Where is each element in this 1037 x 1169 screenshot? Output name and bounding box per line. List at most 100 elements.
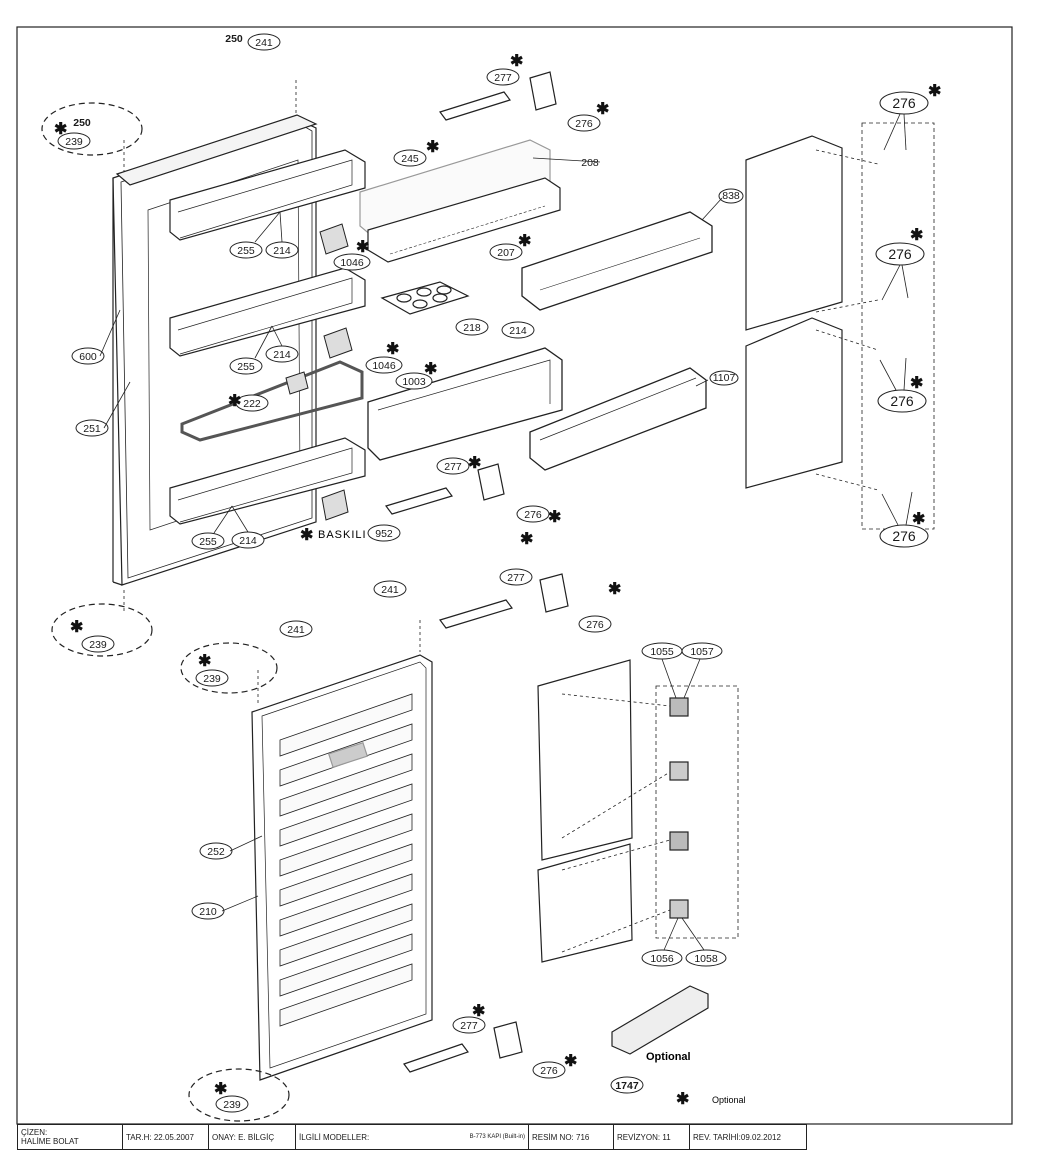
label-1107: 1107 <box>713 372 736 384</box>
label-214-a: 214 <box>273 245 291 257</box>
label-250-top: 250 <box>225 33 243 45</box>
asterisk-mark: ✱ <box>426 139 439 156</box>
leader-lines <box>99 113 913 951</box>
label-207: 207 <box>497 247 515 259</box>
upper-door-assembly <box>112 114 318 586</box>
asterisk-mark: ✱ <box>228 393 241 410</box>
tb-tarih-text: TAR.H: 22.05.2007 <box>126 1132 194 1142</box>
asterisk-mark: ✱ <box>520 531 533 548</box>
label-1003: 1003 <box>402 376 426 388</box>
tb-cizen-label: ÇİZEN: <box>21 1128 48 1137</box>
asterisk-mark: ✱ <box>564 1053 577 1070</box>
label-239-b: 239 <box>89 639 107 651</box>
label-1056: 1056 <box>650 953 674 965</box>
asterisk-mark: ✱ <box>386 341 399 358</box>
label-255-b: 255 <box>237 361 255 373</box>
lower-door-assembly <box>251 654 433 1081</box>
shelf-1107 <box>529 367 707 471</box>
label-276-g: 276 <box>586 619 604 631</box>
label-241-top: 241 <box>255 37 273 49</box>
label-600: 600 <box>79 351 97 363</box>
guide-lines <box>123 80 879 953</box>
label-214-c: 214 <box>239 535 257 547</box>
asterisk-mark: ✱ <box>356 239 369 256</box>
label-255-a: 255 <box>237 245 255 257</box>
tb-ilgili: İLGİLİ MODELLER: B-773 KAPI (Built-in) <box>296 1125 529 1149</box>
label-276-c: 276 <box>892 95 916 111</box>
title-block: ÇİZEN: HALİME BOLAT TAR.H: 22.05.2007 ON… <box>17 1124 807 1150</box>
asterisk-mark: ✱ <box>596 101 609 118</box>
asterisk-mark: ✱ <box>424 361 437 378</box>
label-208: 208 <box>581 157 599 169</box>
label-245: 245 <box>401 153 419 165</box>
asterisk-mark: ✱ <box>472 1003 485 1020</box>
asterisk-marks: ✱ ✱ ✱ ✱ ✱ ✱ ✱ ✱ ✱ ✱ ✱ ✱ ✱ ✱ ✱ ✱ ✱ ✱ ✱ ✱ … <box>54 53 941 1108</box>
label-1046-a: 1046 <box>340 257 364 269</box>
label-952: 952 <box>375 528 393 540</box>
label-277-b: 277 <box>444 461 462 473</box>
tb-revizyon: REVİZYON: 11 <box>614 1125 690 1149</box>
label-276-f: 276 <box>892 528 916 544</box>
tb-resim: RESİM NO: 716 <box>529 1125 614 1149</box>
tb-ilgili-label: İLGİLİ MODELLER: <box>299 1132 370 1142</box>
asterisk-mark: ✱ <box>518 233 531 250</box>
label-1046-b: 1046 <box>372 360 396 372</box>
asterisk-mark: ✱ <box>608 581 621 598</box>
asterisk-mark: ✱ <box>676 1091 689 1108</box>
label-276-h: 276 <box>540 1065 558 1077</box>
tb-ilgili-value: B-773 KAPI (Built-in) <box>469 1133 525 1140</box>
asterisk-mark: ✱ <box>214 1081 227 1098</box>
optional-ellipses <box>41 102 290 1122</box>
label-277-d: 277 <box>460 1020 478 1032</box>
tb-rev-tarih: REV. TARİHİ:09.02.2012 <box>690 1125 804 1149</box>
label-252: 252 <box>207 846 225 858</box>
label-251: 251 <box>83 423 101 435</box>
label-222: 222 <box>243 398 261 410</box>
tb-resim-text: RESİM NO: 716 <box>532 1132 590 1142</box>
asterisk-mark: ✱ <box>548 509 561 526</box>
label-1747: 1747 <box>615 1080 639 1092</box>
label-210: 210 <box>199 906 217 918</box>
label-239-c: 239 <box>203 673 221 685</box>
asterisk-mark: ✱ <box>198 653 211 670</box>
label-214-d: 214 <box>509 325 527 337</box>
label-239-top: 239 <box>65 136 83 148</box>
label-276-b: 276 <box>524 509 542 521</box>
asterisk-mark: ✱ <box>910 375 923 392</box>
asterisk-mark: ✱ <box>510 53 523 70</box>
label-1058: 1058 <box>694 953 718 965</box>
label-255-c: 255 <box>199 536 217 548</box>
baskili-text: BASKILI <box>318 529 367 541</box>
label-218: 218 <box>463 322 481 334</box>
clip-parts <box>285 223 353 521</box>
tb-tarih: TAR.H: 22.05.2007 <box>123 1125 209 1149</box>
asterisk-mark: ✱ <box>912 511 925 528</box>
wire-shelf-1003 <box>180 360 364 442</box>
asterisk-mark: ✱ <box>300 527 313 544</box>
label-276-d: 276 <box>888 246 912 262</box>
label-277-c: 277 <box>507 572 525 584</box>
tb-onay-text: ONAY: E. BİLGİÇ <box>212 1132 275 1142</box>
label-214-b: 214 <box>273 349 291 361</box>
asterisk-mark: ✱ <box>54 121 67 138</box>
tb-rev-tarih-text: REV. TARİHİ:09.02.2012 <box>693 1132 781 1142</box>
label-276-e: 276 <box>890 393 914 409</box>
shelf-214-mid <box>367 347 563 461</box>
asterisk-mark: ✱ <box>928 83 941 100</box>
optional-legend-text: Optional <box>712 1095 746 1105</box>
asterisk-mark: ✱ <box>910 227 923 244</box>
label-277-a: 277 <box>494 72 512 84</box>
optional-device-text: Optional <box>646 1051 691 1063</box>
tb-revizyon-text: REVİZYON: 11 <box>617 1132 671 1142</box>
label-276-a: 276 <box>575 118 593 130</box>
label-250-left: 250 <box>73 117 91 129</box>
label-1055: 1055 <box>650 646 674 658</box>
label-texts: 250 241 250 239 600 251 255 214 255 214 … <box>65 33 916 1111</box>
label-ovals <box>57 33 929 1113</box>
label-1057: 1057 <box>690 646 714 658</box>
tb-cizen-name: HALİME BOLAT <box>21 1137 79 1146</box>
hinge-brackets <box>385 71 569 1073</box>
asterisk-mark: ✱ <box>70 619 83 636</box>
label-239-d: 239 <box>223 1099 241 1111</box>
tb-cizen: ÇİZEN: HALİME BOLAT <box>18 1125 123 1149</box>
